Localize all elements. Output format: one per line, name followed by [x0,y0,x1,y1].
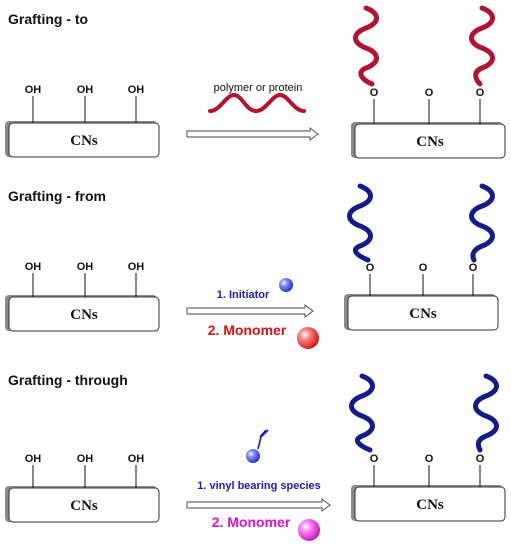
initiator-sphere-icon [279,278,293,292]
row-grafting-through: Grafting - through CNs OH OH OH 1. vinyl… [5,372,506,541]
surface-bar [8,296,160,332]
row-title: Grafting - to [8,11,88,27]
surface-label: CNs [416,497,444,513]
hydroxyl-label: OH [128,84,145,96]
step1-label: 1. vinyl bearing species [197,480,321,492]
polymer-chain-icon [353,5,379,87]
oxygen-label: O [425,453,434,465]
hydroxyl-label: OH [77,84,94,96]
row-title: Grafting - through [8,372,128,388]
polymer-chain-icon [473,373,499,453]
surface-bar [8,487,160,523]
row-grafting-to: Grafting - to CNs OH OH OH polymer or pr… [5,5,506,159]
reaction-arrow [186,304,314,318]
oxygen-label: O [476,453,485,465]
hydroxyl-label: OH [128,453,145,465]
oxygen-label: O [366,262,375,274]
reagent-label: polymer or protein [214,82,303,94]
right-surface: CNs O O O [351,5,506,159]
row-grafting-from: Grafting - from CNs OH OH OH 1. Initiato… [5,183,499,349]
oxygen-label: O [476,87,485,99]
polymer-chain-icon [469,5,495,87]
surface-label: CNs [70,133,98,149]
hydroxyl-label: OH [25,84,42,96]
hydroxyl-label: OH [128,261,145,273]
surface-bar [8,122,160,158]
left-surface: CNs OH OH OH [5,261,160,332]
right-surface: CNs O O O [349,373,506,522]
right-surface: CNs O O O [344,183,499,331]
hydroxyl-label: OH [77,453,94,465]
step2-label: 2. Monomer [208,322,287,338]
surface-label: CNs [70,307,98,323]
reaction-arrow [186,498,331,512]
monomer-sphere-icon [297,327,319,349]
surface-label: CNs [409,306,437,322]
vinyl-species-icon [246,429,269,463]
polymer-chain-icon [347,183,373,263]
oxygen-label: O [370,453,379,465]
left-surface: CNs OH OH OH [5,84,160,158]
monomer-sphere-icon [298,519,320,541]
hydroxyl-label: OH [77,261,94,273]
reaction-arrow [186,127,319,141]
polymer-chain-icon [469,183,495,263]
step2-label: 2. Monomer [212,514,291,530]
oxygen-label: O [425,87,434,99]
oxygen-label: O [370,87,379,99]
surface-bar [354,486,506,522]
oxygen-label: O [469,262,478,274]
hydroxyl-label: OH [25,453,42,465]
left-surface: CNs OH OH OH [5,453,160,523]
step1-label: 1. Initiator [217,289,270,301]
oxygen-label: O [419,262,428,274]
surface-label: CNs [416,134,444,150]
polymer-chain-icon [349,373,375,453]
surface-label: CNs [70,498,98,514]
surface-bar [354,123,506,159]
row-title: Grafting - from [8,188,106,204]
polymer-chain-icon [208,92,306,114]
hydroxyl-label: OH [25,261,42,273]
